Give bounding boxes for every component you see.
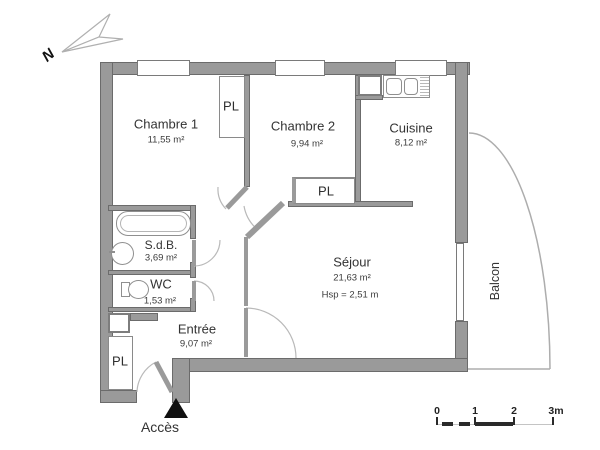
utility-box — [108, 313, 130, 333]
wall-utility — [130, 313, 158, 321]
ceiling-height-sejour: Hsp = 2,51 m — [321, 289, 379, 301]
window-chambre2 — [275, 60, 325, 76]
label-wc: WC — [150, 276, 172, 292]
scale-solid-segment — [475, 422, 513, 426]
area-sdb: 3,69 m² — [144, 252, 178, 264]
window-balcony-door — [456, 243, 464, 321]
door-arc-chambre2 — [243, 205, 259, 231]
wall-bottom — [185, 358, 468, 372]
north-label: N — [38, 45, 59, 66]
label-cuisine: Cuisine — [389, 120, 433, 136]
area-sejour: 21,63 m² — [333, 272, 371, 284]
closet-entree — [108, 336, 133, 390]
kitchen-shaft-box — [358, 75, 382, 96]
wall-sdb-wc-jamb — [190, 262, 196, 278]
area-cuisine: 8,12 m² — [394, 137, 428, 149]
label-chambre2: Chambre 2 — [270, 118, 336, 134]
bathtub-icon — [116, 211, 191, 236]
door-leaf-entrance — [153, 360, 175, 394]
door-leaf-chambre1 — [225, 185, 249, 210]
window-chambre1 — [137, 60, 190, 76]
door-arc-sdb — [193, 239, 221, 267]
door-arc-sejour — [245, 307, 297, 359]
area-entree: 9,07 m² — [179, 338, 213, 350]
label-chambre1: Chambre 1 — [133, 116, 199, 132]
balcony-arc — [468, 132, 551, 370]
door-arc-wc — [193, 280, 215, 302]
area-chambre1: 11,55 m² — [147, 134, 185, 146]
scale-tick-0 — [436, 417, 438, 425]
wall-bottom-left — [100, 390, 137, 403]
wall-wc-south — [108, 307, 196, 312]
scale-label-1: 1 — [472, 405, 478, 417]
washbasin-tap-icon — [109, 251, 115, 253]
label-pl-bedroom2: PL — [318, 183, 334, 199]
scale-label-0: 0 — [434, 405, 440, 417]
label-sdb: S.d.B. — [144, 238, 178, 252]
scale-tick-1 — [474, 417, 476, 425]
north-arrow-icon-wing — [61, 36, 124, 53]
label-sejour: Séjour — [333, 254, 371, 270]
wall-entry-corner — [172, 358, 190, 403]
toilet-bowl-icon — [128, 280, 149, 299]
washbasin-icon — [111, 242, 134, 265]
wall-right-upper — [455, 62, 468, 243]
north-arrow-icon — [61, 13, 111, 53]
label-balcon: Balcon — [488, 262, 502, 301]
label-pl-entree: PL — [112, 353, 128, 369]
access-arrow-icon — [164, 398, 188, 418]
scale-label-2: 2 — [511, 405, 517, 417]
window-cuisine — [395, 60, 447, 76]
kitchen-sink-counter-icon — [383, 75, 430, 98]
area-chambre2: 9,94 m² — [290, 138, 324, 150]
door-arc-chambre1 — [217, 186, 227, 210]
scale-bar: 0 1 2 3m — [430, 405, 565, 435]
closet-bedroom2 — [292, 177, 355, 204]
closet-between-bedrooms — [219, 76, 245, 138]
door-arc-entrance — [136, 361, 157, 393]
label-pl-between-bedrooms: PL — [223, 98, 239, 114]
scale-tick-2 — [513, 417, 515, 425]
wall-sdb-wc-divider — [108, 270, 196, 275]
scale-label-3m: 3m — [548, 405, 564, 417]
scale-dash-b — [459, 422, 470, 426]
label-acces: Accès — [140, 419, 180, 435]
area-wc: 1,53 m² — [143, 295, 177, 307]
wall-diagonal-hall — [244, 200, 286, 240]
label-entree: Entrée — [177, 321, 217, 337]
scale-tick-3 — [552, 417, 554, 425]
scale-dash-a — [442, 422, 453, 426]
wall-wc-jamb — [190, 298, 196, 312]
